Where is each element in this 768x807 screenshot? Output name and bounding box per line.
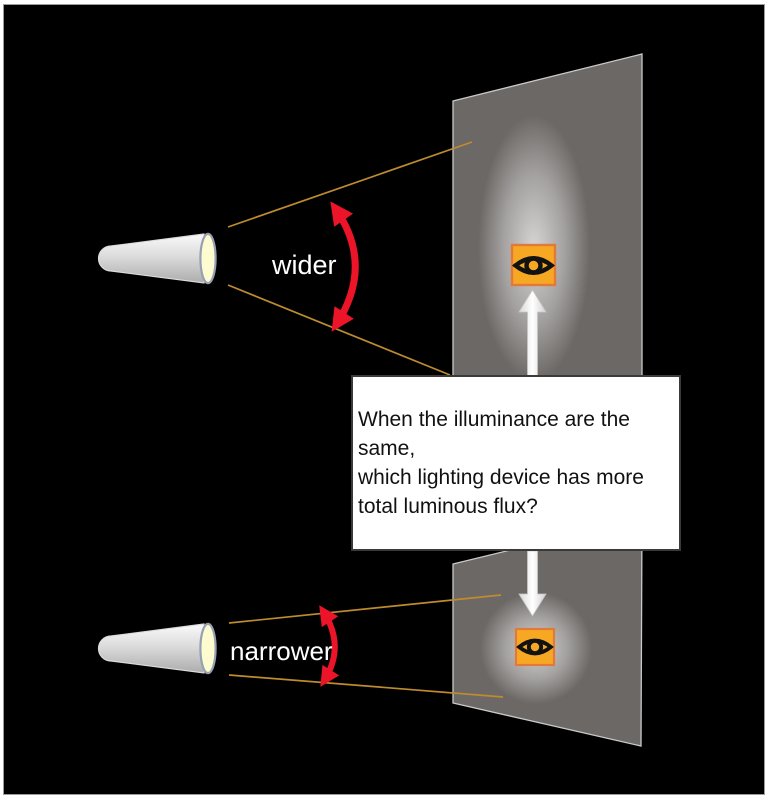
eye-icon-top (510, 243, 557, 287)
question-text-line: total luminous flux? (358, 495, 538, 518)
beam-line-bottom-lower (228, 674, 504, 698)
slide-canvas: wider narrower When the illuminance are … (3, 4, 765, 795)
red-double-curved-arrow-icon-wide (330, 201, 359, 332)
red-double-curved-arrow-icon-narrow (319, 605, 340, 687)
question-text-line: When the illuminance are the (358, 408, 630, 431)
flashlight-icon-bottom (97, 622, 217, 675)
question-text-line: same, (358, 437, 416, 460)
question-text-line: which lighting device has more (358, 466, 644, 489)
beam-line-top-upper (227, 141, 473, 228)
narrow-beam-label: narrower (230, 636, 333, 666)
eye-icon-bottom (514, 627, 556, 667)
question-box: When the illuminance are the same, which… (351, 375, 681, 551)
flashlight-icon-top (97, 232, 217, 285)
white-block-arrow-icon-down (518, 550, 547, 617)
beam-line-top-lower (227, 284, 451, 376)
beam-line-bottom-upper (228, 594, 502, 624)
wide-beam-label: wider (272, 250, 337, 280)
